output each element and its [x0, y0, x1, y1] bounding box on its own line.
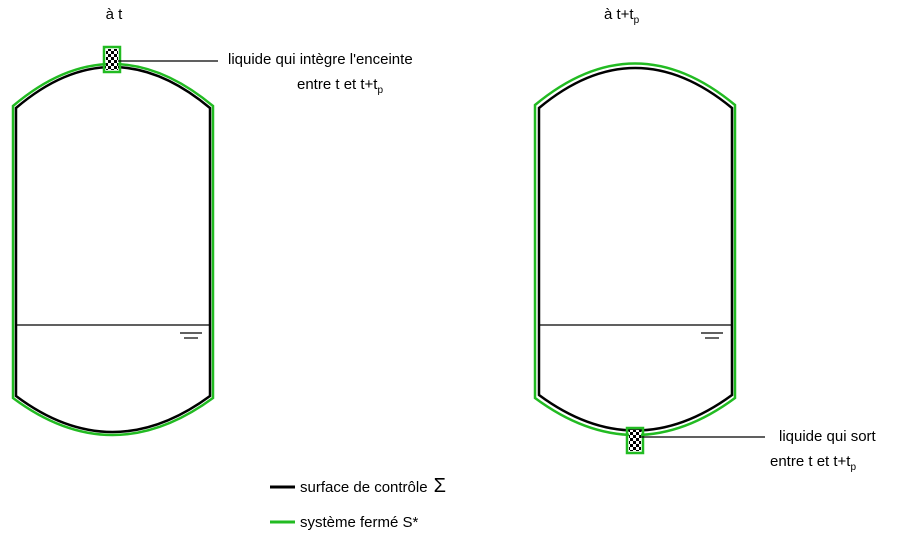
left-annotation-line1: liquide qui intègre l'enceinte — [228, 51, 413, 68]
left-title: à t — [106, 6, 124, 23]
right-panel: à t+tp liquide qui sort entre t et t+tp — [533, 6, 877, 473]
left-free-surface-symbol-icon — [180, 332, 202, 339]
right-free-surface-symbol-icon — [701, 332, 723, 339]
legend-closed-system-label: système fermé S* — [300, 514, 419, 531]
right-annotation-line2: entre t et t+tp — [770, 453, 856, 473]
right-annotation-line1: liquide qui sort — [779, 428, 877, 445]
right-liquid-parcel-icon — [629, 430, 641, 451]
right-outlet-box — [625, 426, 645, 455]
left-panel: à t liquide qui intègre l'enceinte entre… — [11, 6, 413, 437]
left-closed-system-outline — [11, 62, 215, 437]
right-closed-system-outline — [533, 62, 737, 437]
sigma-symbol: Σ — [434, 475, 446, 497]
left-annotation-line2: entre t et t+tp — [297, 76, 383, 96]
legend-item-closed-system: système fermé S* — [270, 514, 419, 531]
right-title: à t+tp — [604, 6, 640, 26]
right-control-surface — [537, 66, 734, 432]
left-inlet-box — [102, 45, 122, 74]
left-control-surface — [14, 65, 212, 434]
left-liquid-parcel-icon — [106, 49, 118, 70]
